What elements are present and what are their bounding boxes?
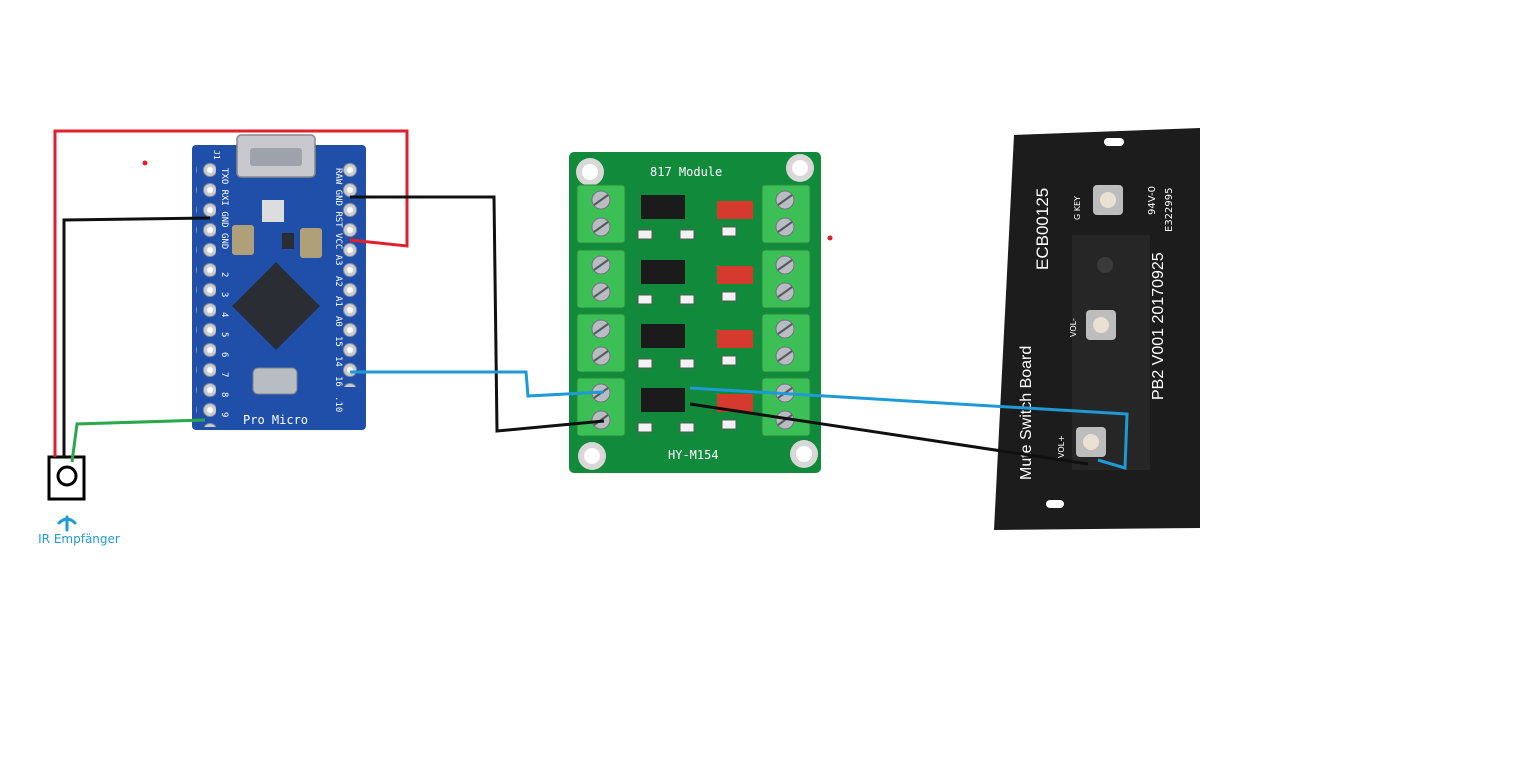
screw-slot xyxy=(777,286,793,298)
screw-slot xyxy=(593,286,609,298)
atmega-chip xyxy=(232,262,320,350)
pc817-chip xyxy=(641,388,685,412)
left-pin-header xyxy=(196,162,216,427)
smd-resistor xyxy=(637,294,653,305)
pin-number-label: 9 xyxy=(219,412,229,417)
board-cert: E322995 xyxy=(1164,188,1175,233)
analog-pin-label: 16 xyxy=(333,376,343,387)
g-key-button xyxy=(1093,185,1123,215)
button-label-g-key: G KEY xyxy=(1073,196,1082,220)
smd-resistor xyxy=(721,291,737,302)
pin-number-label: 3 xyxy=(219,292,229,297)
red-jumper xyxy=(717,201,753,219)
pc817-chip xyxy=(641,260,685,284)
smd-resistor xyxy=(637,422,653,433)
screw-slot xyxy=(777,414,793,426)
optocoupler-to-switch-ground-wire xyxy=(689,402,1089,466)
smd-led xyxy=(679,358,695,369)
smd-resistor xyxy=(721,419,737,430)
left-header-label: TXO RXI GND GND xyxy=(219,168,229,249)
stray-mark xyxy=(142,160,148,166)
jumper-label: J1 xyxy=(212,150,221,160)
screw-slot xyxy=(777,194,793,206)
optocoupler-to-switch-signal-wire xyxy=(689,386,1129,470)
button-label-vol-minus: VOL- xyxy=(1069,318,1078,337)
smd-led xyxy=(679,229,695,240)
analog-pin-label: 15 xyxy=(333,336,343,347)
board-code: ECB00125 xyxy=(1033,188,1052,270)
red-jumper xyxy=(717,394,753,412)
pc817-chip xyxy=(641,324,685,348)
output-terminal-block xyxy=(761,184,811,244)
ir-receiver xyxy=(47,455,86,501)
vcc-power-wire xyxy=(53,129,409,457)
analog-pin-label: A2 xyxy=(333,276,343,287)
analog-pin-label: 14 xyxy=(333,356,343,367)
stray-mark xyxy=(827,235,833,241)
output-terminal-block xyxy=(761,249,811,309)
board-label: Pro Micro xyxy=(243,413,308,427)
ir-receiver-label: IR Empfänger xyxy=(38,532,120,546)
arduino-pro-micro-board: TXO RXI GND GND RAW GND RST VCC A3 J1 2 3… xyxy=(192,134,366,430)
smd-led xyxy=(679,294,695,305)
screw-slot xyxy=(777,259,793,271)
smd-resistor xyxy=(721,355,737,366)
red-jumper xyxy=(717,330,753,348)
module-title: 817 Module xyxy=(650,165,722,179)
right-header-label: RAW GND RST VCC A3 xyxy=(333,168,343,266)
optocoupler-module: 817 Module HY-M154 xyxy=(569,152,821,473)
smd-resistor xyxy=(721,226,737,237)
pin-number-label: 6 xyxy=(219,352,229,357)
optocoupler-channel xyxy=(576,184,811,244)
pin-number-label: 8 xyxy=(219,392,229,397)
up-arrow-icon xyxy=(57,515,77,532)
board-revision: PB2 V001 20170925 xyxy=(1150,252,1167,400)
smd-resistor xyxy=(637,358,653,369)
screw-slot xyxy=(593,259,609,271)
signal-to-optocoupler-wire xyxy=(350,370,605,398)
pin-number-label: 4 xyxy=(219,312,229,317)
output-terminal-block xyxy=(761,313,811,373)
vol-plus-button xyxy=(1076,427,1106,457)
smd-led xyxy=(679,422,695,433)
input-terminal-block xyxy=(576,184,626,244)
board-rating: 94V-0 xyxy=(1147,186,1158,215)
mute-switch-board: G KEY VOL- VOL+ ECB00125 Mute Switch Boa… xyxy=(982,128,1200,534)
pin-number-label: 7 xyxy=(219,372,229,377)
analog-pin-label: A0 xyxy=(333,316,343,327)
input-terminal-block xyxy=(576,313,626,373)
input-terminal-block xyxy=(576,249,626,309)
button-label-vol-plus: VOL+ xyxy=(1057,435,1066,458)
ir-ground-wire xyxy=(62,216,211,457)
optocoupler-channel xyxy=(576,249,811,309)
mounting-slot xyxy=(1104,138,1124,146)
screw-slot xyxy=(777,221,793,233)
pin-number-labels: 2 3 4 5 6 7 8 9 xyxy=(219,272,229,417)
pin-number-label: 2 xyxy=(219,272,229,277)
smd-resistor xyxy=(637,229,653,240)
pc817-chip xyxy=(641,195,685,219)
module-model: HY-M154 xyxy=(668,448,719,462)
optocoupler-channel xyxy=(576,313,811,373)
vol-minus-button xyxy=(1086,310,1116,340)
crystal-oscillator xyxy=(252,367,298,395)
mounting-slot xyxy=(1046,500,1064,508)
screw-slot xyxy=(593,194,609,206)
ir-data-wire xyxy=(70,418,206,463)
pin-number-label: 5 xyxy=(219,332,229,337)
screw-slot xyxy=(777,350,793,362)
screw-slot xyxy=(593,350,609,362)
board-name: Mute Switch Board xyxy=(1018,346,1035,480)
screw-slot xyxy=(593,221,609,233)
screw-slot xyxy=(593,323,609,335)
ir-receiver-annotation: IR Empfänger xyxy=(38,515,120,546)
screw-slot xyxy=(777,323,793,335)
right-pin-header xyxy=(341,162,361,387)
red-jumper xyxy=(717,266,753,284)
ground-to-optocoupler-wire xyxy=(350,195,605,433)
analog-pin-label: A1 xyxy=(333,296,343,307)
analog-pin-label: .10 xyxy=(333,396,343,412)
